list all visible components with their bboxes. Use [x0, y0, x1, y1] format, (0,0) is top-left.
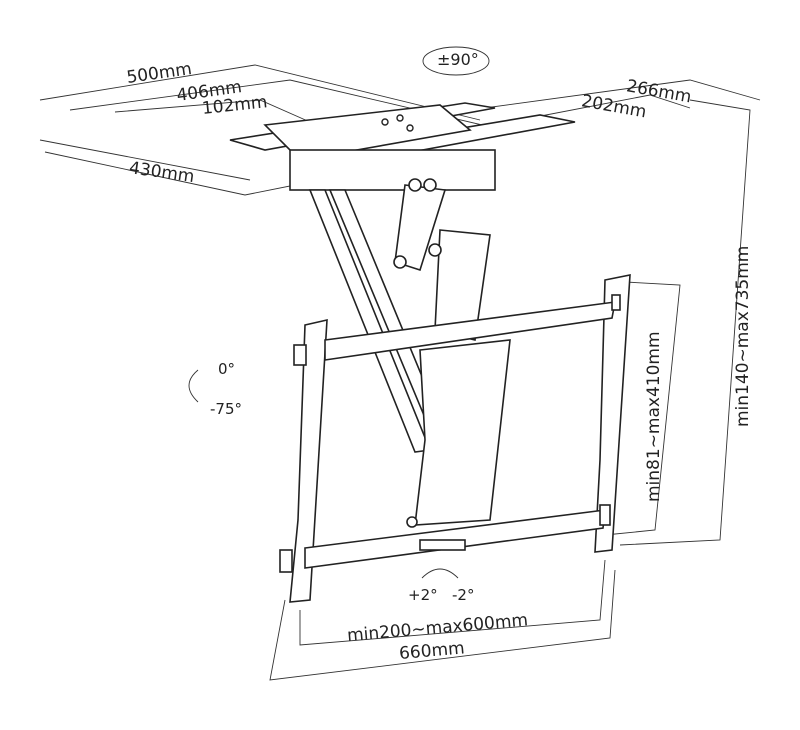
tilt-top-label: 0°	[218, 360, 236, 378]
vertical-range-label: min81~max410mm	[644, 331, 664, 502]
ceiling-plate	[229, 102, 576, 191]
height-range-label: min140~max735mm	[733, 245, 753, 427]
tilt-bottom-label: -75°	[210, 400, 242, 418]
arm-assembly	[308, 178, 511, 528]
dimension-lines	[39, 46, 761, 681]
level-minus-label: -2°	[452, 586, 475, 604]
rotation-label: ±90°	[437, 50, 479, 69]
tv-frame	[279, 274, 631, 603]
level-plus-label: +2°	[408, 586, 438, 604]
